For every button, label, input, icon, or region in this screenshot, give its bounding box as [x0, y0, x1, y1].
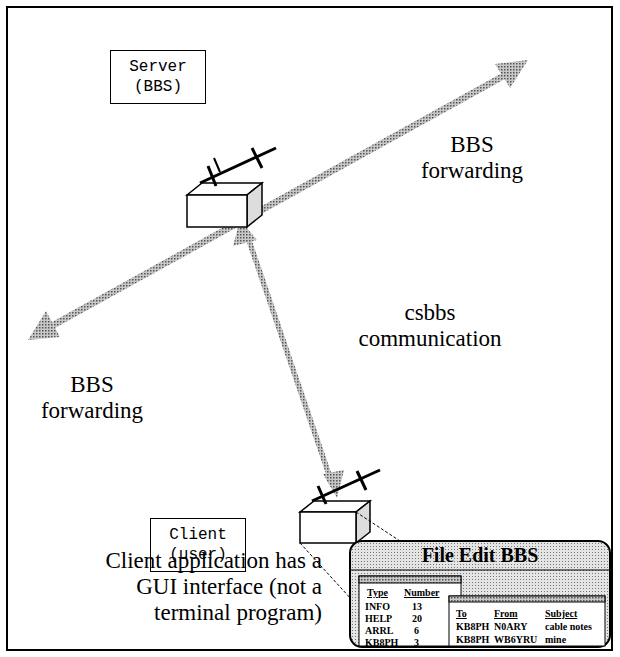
node-text: Server (BBS) [119, 57, 197, 97]
table-cell: WB6YRU [494, 634, 537, 646]
server-box: Server (BBS) [110, 50, 206, 104]
table-cell: Type [367, 587, 388, 599]
note-text: Client application has a GUI interface (… [60, 548, 322, 626]
table-cell: KB8PH [456, 621, 489, 633]
node-text: File Edit BBS [349, 540, 611, 567]
radio-unit [300, 470, 380, 543]
link-label: csbbs communication [345, 300, 515, 352]
table-cell: From [494, 608, 518, 620]
table-cell: KB8PH [456, 634, 489, 646]
link-label: BBS forwarding [402, 132, 542, 184]
table-cell: cable notes [545, 621, 592, 633]
radio-unit [187, 148, 276, 227]
table-cell: INFO [365, 601, 390, 613]
forwarding-arrow [28, 60, 528, 340]
table-cell: 3 [414, 637, 419, 649]
table-cell: ARRL [365, 625, 393, 637]
table-cell: Number [404, 587, 440, 599]
table-cell: N0ARY [494, 621, 528, 633]
csbbs-arrow [233, 220, 344, 498]
table-cell: Subject [545, 608, 577, 620]
table-cell: 6 [414, 625, 419, 637]
table-cell: KB8PH [365, 637, 398, 649]
table-cell: 20 [412, 613, 422, 625]
link-label: BBS forwarding [22, 372, 162, 424]
table-cell: mine [545, 634, 566, 646]
table-cell: To [456, 608, 467, 620]
table-cell: 13 [412, 601, 422, 613]
table-cell: HELP [365, 613, 392, 625]
outer-border [7, 7, 612, 650]
